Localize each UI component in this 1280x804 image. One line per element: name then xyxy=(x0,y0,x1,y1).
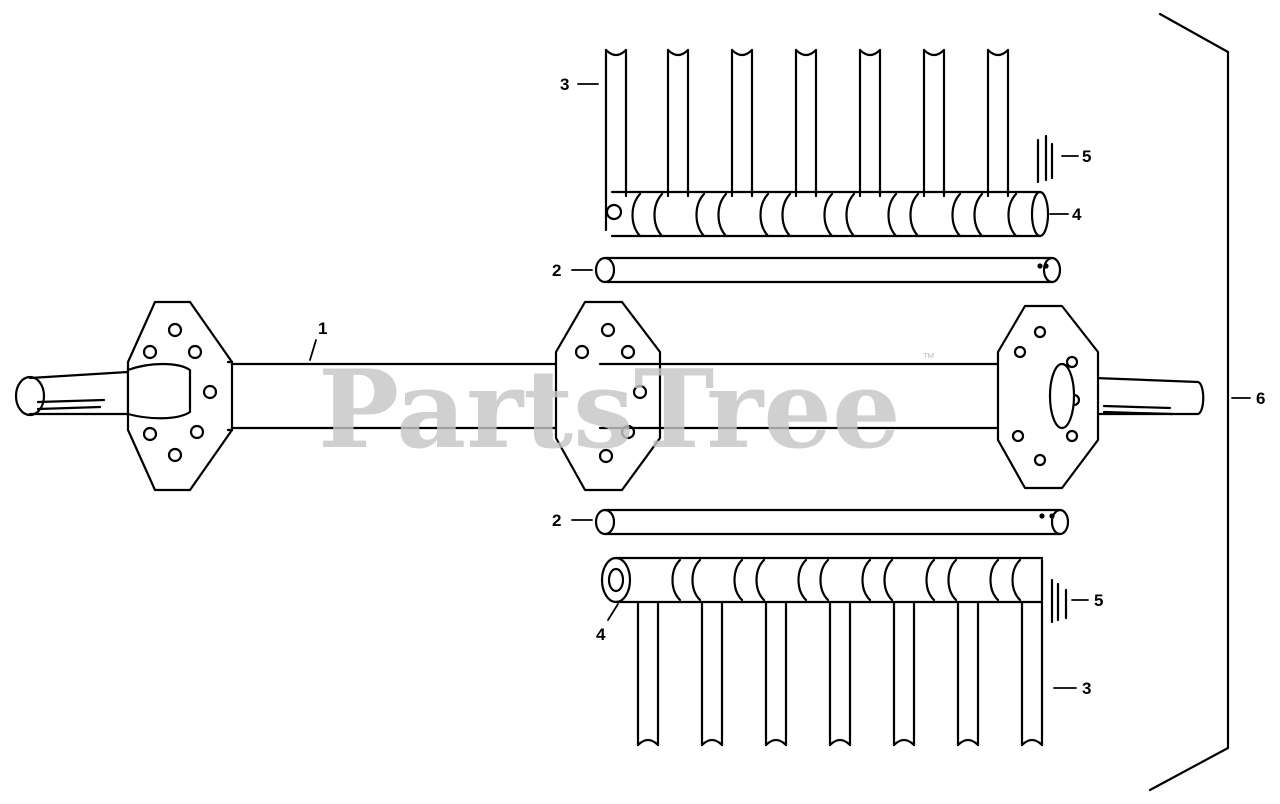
assembly-bracket xyxy=(1148,12,1230,792)
leader-lines xyxy=(309,83,1251,689)
callout-2-lower: 2 xyxy=(552,511,561,530)
callout-6: 6 xyxy=(1256,389,1265,408)
callout-labels: 3 5 4 2 1 6 2 5 4 3 xyxy=(318,75,1265,698)
callout-3-upper: 3 xyxy=(560,75,569,94)
callout-4-lower: 4 xyxy=(596,625,606,644)
callout-2-upper: 2 xyxy=(552,261,561,280)
upper-rod xyxy=(594,256,1062,284)
center-flange xyxy=(554,300,662,492)
lower-tine-set xyxy=(600,556,1044,747)
lower-pins xyxy=(1050,578,1068,624)
lower-rod xyxy=(594,508,1070,536)
trademark-symbol: ™ xyxy=(922,350,935,365)
callout-4-upper: 4 xyxy=(1072,205,1082,224)
callout-5-upper: 5 xyxy=(1082,147,1091,166)
upper-tine-set xyxy=(604,48,1050,238)
callout-5-lower: 5 xyxy=(1094,591,1103,610)
watermark: PartsTree ™ xyxy=(318,347,935,473)
left-flange xyxy=(126,300,234,492)
watermark-text: PartsTree xyxy=(318,347,901,473)
right-flange xyxy=(996,304,1100,490)
callout-1: 1 xyxy=(318,319,327,338)
callout-3-lower: 3 xyxy=(1082,679,1091,698)
upper-pins xyxy=(1036,134,1054,184)
